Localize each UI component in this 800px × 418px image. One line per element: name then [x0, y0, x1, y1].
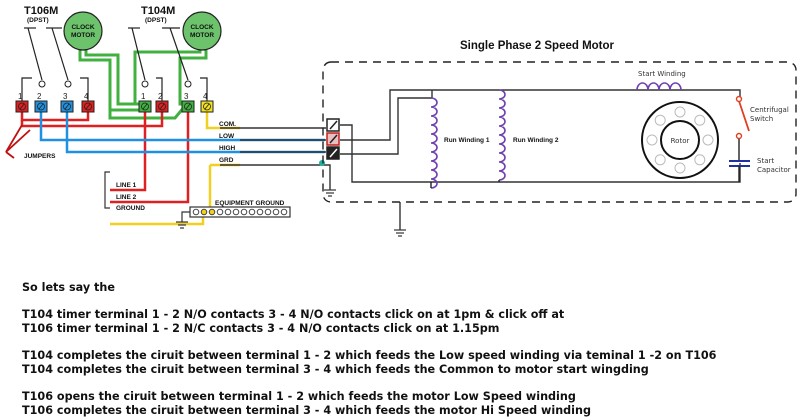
ground-bar-hole [208, 208, 216, 216]
note-line: T106 opens the ciruit between terminal 1… [22, 390, 576, 403]
wiring-diagram: T106M (DPST) T104M (DPST) CLOCK MOTOR CL… [5, 5, 797, 237]
ground-bar-hole [192, 208, 200, 216]
black-wires [220, 89, 741, 230]
ground-bar-hole [240, 208, 248, 216]
label-line2: LINE 2 [116, 194, 137, 201]
label-line1: LINE 1 [116, 182, 137, 189]
svg-text:Capacitor: Capacitor [757, 166, 791, 174]
rotor: Rotor [641, 101, 719, 179]
svg-text:1: 1 [141, 92, 146, 101]
ground-bar-hole [280, 208, 288, 216]
svg-text:1: 1 [18, 92, 23, 101]
ground-bar-hole [224, 208, 232, 216]
blue-wires [39, 112, 325, 154]
ground-bar-hole [264, 208, 272, 216]
clock-motor-t104: CLOCK MOTOR [182, 11, 222, 51]
ground-icon [176, 211, 190, 229]
svg-text:Start: Start [757, 157, 774, 165]
svg-text:Centrifugal: Centrifugal [750, 106, 789, 114]
winding-coil [498, 89, 506, 181]
red-wires [20, 112, 190, 204]
ground-icon [324, 189, 336, 197]
equipment-ground-bar [189, 206, 291, 218]
svg-text:MOTOR: MOTOR [71, 32, 95, 39]
terminal-t106m-4: 4 [81, 92, 95, 113]
motor-terminal-block [326, 118, 340, 160]
start-winding-label: Start Winding [638, 70, 686, 78]
note-line: T104 completes the ciruit between termin… [22, 349, 717, 362]
run-winding-2-label: Run Winding 2 [513, 137, 559, 144]
run-winding-1-label: Run Winding 1 [444, 137, 490, 144]
note-line: T104 completes the ciruit between termin… [22, 363, 649, 376]
jumper-arrows [5, 124, 31, 159]
label-com: COM. [219, 121, 236, 128]
svg-text:Switch: Switch [750, 115, 773, 123]
timer-terminals: 1 2 3 4 1 2 3 4 [15, 92, 214, 113]
ground-bar-hole [248, 208, 256, 216]
terminal-t106m-1: 1 [15, 92, 29, 113]
note-line: T106 completes the ciruit between termin… [22, 404, 591, 417]
terminal-t104m-1: 1 [138, 92, 152, 113]
label-ground: GROUND [116, 205, 145, 212]
svg-text:4: 4 [203, 92, 208, 101]
ground-icon [394, 229, 406, 237]
t104m-type: (DPST) [145, 17, 167, 24]
supply-bracket [104, 171, 110, 209]
contact-pivots [38, 80, 192, 88]
ground-bar-hole [200, 208, 208, 216]
ground-junction-dot [319, 160, 325, 166]
svg-text:CLOCK: CLOCK [71, 24, 94, 31]
svg-text:2: 2 [158, 92, 163, 101]
ground-bar-hole [272, 208, 280, 216]
timer-switch-arms [21, 27, 208, 102]
clock-motor-t106: CLOCK MOTOR [63, 11, 103, 51]
label-high: HIGH [219, 145, 236, 152]
ground-bar-hole [216, 208, 224, 216]
label-equipment-ground: EQUIPMENT GROUND [215, 200, 285, 207]
terminal-t106m-3: 3 [60, 92, 74, 113]
terminal-t104m-3: 3 [181, 92, 195, 113]
ground-bar-hole [232, 208, 240, 216]
svg-text:3: 3 [63, 92, 68, 101]
label-grd: GRD [219, 157, 234, 164]
svg-text:CLOCK: CLOCK [190, 24, 213, 31]
ground-bar-hole [256, 208, 264, 216]
winding-coil [430, 97, 438, 189]
svg-text:4: 4 [84, 92, 89, 101]
terminal-t104m-4: 4 [200, 92, 214, 113]
note-line: T104 timer terminal 1 - 2 N/O contacts 3… [22, 308, 565, 321]
svg-text:MOTOR: MOTOR [190, 32, 214, 39]
label-jumpers: JUMPERS [24, 153, 56, 160]
start-winding-coil [636, 82, 682, 91]
t104m-label: T104M [141, 5, 175, 17]
centrifugal-switch: Centrifugal Switch [735, 95, 789, 161]
t106m-type: (DPST) [27, 17, 49, 24]
label-low: LOW [219, 133, 235, 140]
svg-text:3: 3 [184, 92, 189, 101]
svg-text:2: 2 [37, 92, 42, 101]
motor-title: Single Phase 2 Speed Motor [460, 40, 615, 52]
terminal-t106m-2: 2 [34, 92, 48, 113]
note-line: T106 timer terminal 1 - 2 N/C contacts 3… [22, 322, 500, 335]
note-line: So lets say the [22, 281, 115, 294]
t106m-label: T106M [24, 5, 58, 17]
terminal-t104m-2: 2 [155, 92, 169, 113]
start-capacitor: Start Capacitor [729, 157, 791, 182]
motor-housing [322, 61, 797, 203]
run-windings [430, 89, 506, 189]
svg-text:Rotor: Rotor [671, 137, 690, 145]
